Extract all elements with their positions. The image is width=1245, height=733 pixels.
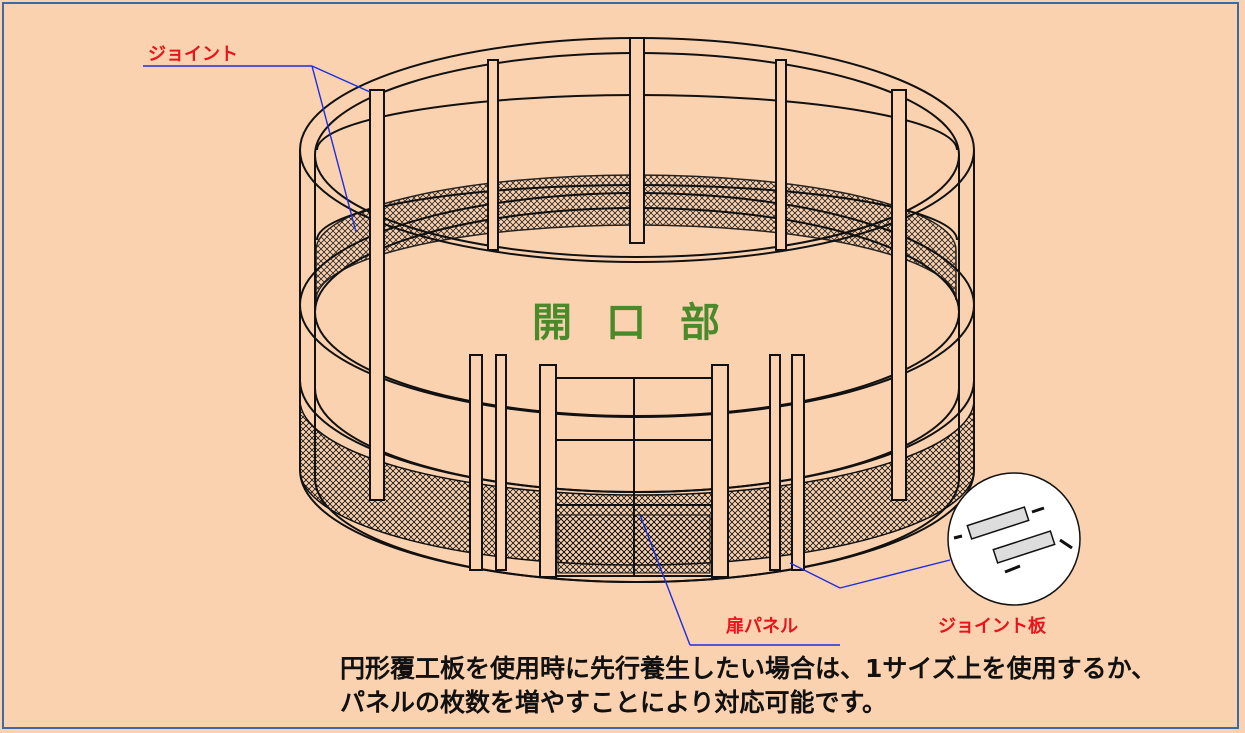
usage-note-line-2: パネルの枚数を増やすことにより対応可能です。 [340,688,888,717]
usage-note-line-1: 円形覆工板を使用時に先行養生したい場合は、1サイズ上を使用するか、 [340,654,1157,683]
joint-plate-detail-icon [947,472,1081,606]
fence-posts [369,37,907,578]
door-panel-label: 扉パネル [726,616,798,637]
usage-note: 円形覆工板を使用時に先行養生したい場合は、1サイズ上を使用するか、 パネルの枚数… [340,652,1156,720]
joint-plate-label: ジョイント板 [938,616,1046,637]
opening-label: 開口部 [532,300,754,346]
joint-label: ジョイント [148,44,238,65]
door-mesh [557,514,711,574]
leader-lines [143,65,951,646]
